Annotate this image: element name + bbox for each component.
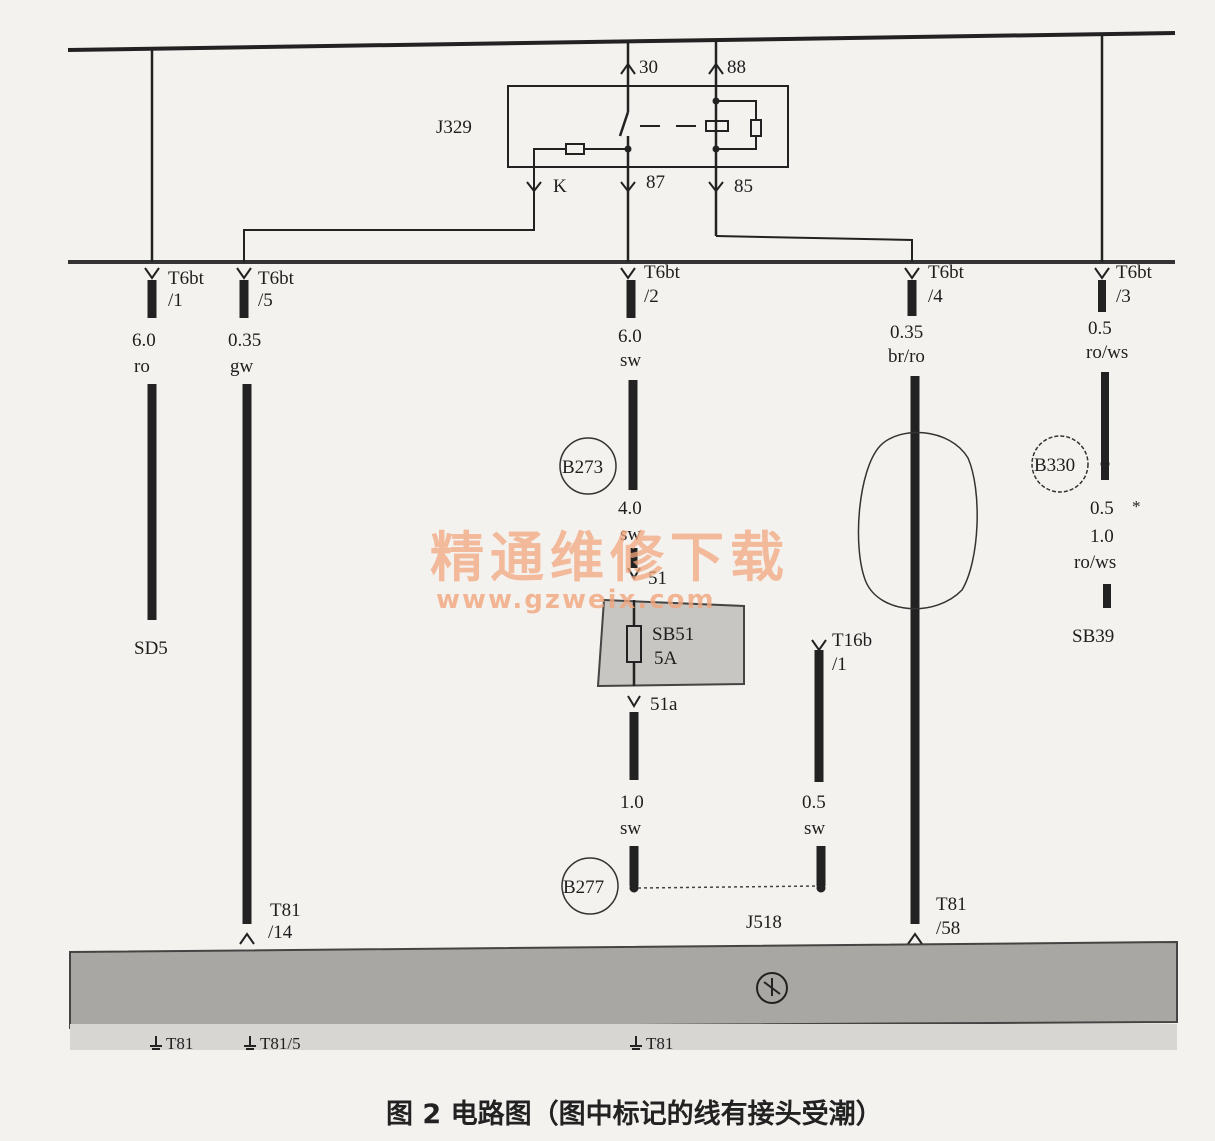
t6bt-5-name: T6bt [258, 268, 295, 289]
fuse-in-pin: 51 [648, 568, 667, 589]
t6bt-4-pin: /4 [928, 286, 943, 307]
top-bus-line [67, 31, 1176, 52]
sb51-out-color: sw [620, 818, 641, 839]
t6bt-2-color: sw [620, 350, 641, 371]
t16b-pin: /1 [832, 654, 847, 675]
wire-sb51-out: 51a 1.0 sw B277 [561, 694, 819, 915]
sb39-label: SB39 [1072, 626, 1114, 647]
t81-14-name: T81 [270, 900, 301, 921]
t16b-size: 0.5 [802, 792, 826, 813]
t6bt-4-size: 0.35 [890, 322, 923, 343]
t6bt-1-size: 6.0 [132, 330, 156, 351]
splice-b277: B277 [563, 877, 604, 898]
splice-b273: B273 [562, 457, 603, 478]
t6bt-4-name: T6bt [928, 262, 965, 283]
wire-t16b-1: T16b /1 0.5 sw J518 [746, 630, 872, 933]
wire-t6bt-4: T6bt /4 0.35 br/ro T81 /58 [857, 262, 978, 945]
t6bt-1-color: ro [134, 356, 150, 377]
t6bt-4-color: br/ro [888, 346, 925, 367]
ground-label-3: T81 [646, 1034, 673, 1053]
pin-30-label: 30 [639, 57, 658, 78]
t6bt-3-pin: /3 [1116, 286, 1131, 307]
t6bt-1-pin: /1 [168, 290, 183, 311]
relay-j329: J329 30 88 K 87 85 [243, 42, 913, 262]
t6bt-3-color: ro/ws [1086, 342, 1128, 363]
t6bt-2-name: T6bt [644, 262, 681, 283]
relay-name: J329 [436, 117, 472, 138]
t6bt-2-size: 6.0 [618, 326, 642, 347]
wire-t6bt-1: T6bt /1 6.0 ro SD5 [132, 267, 205, 659]
figure-caption: 图 2 电路图（图中标记的线有接头受潮） [386, 1098, 883, 1130]
t81-14-pin: /14 [268, 922, 293, 943]
t6bt-5-size: 0.35 [228, 330, 261, 351]
t81-58-pin: /58 [936, 918, 960, 939]
pin-88-label: 88 [727, 57, 746, 78]
fuse-out-pin: 51a [650, 694, 678, 715]
t16b-color: sw [804, 818, 825, 839]
b330-star: * [1132, 497, 1141, 516]
pin-87-label: 87 [646, 172, 665, 193]
t6bt-5-color: gw [230, 356, 254, 377]
b273-out-size: 4.0 [618, 498, 642, 519]
wire-t6bt-3: T6bt /3 0.5 ro/ws B330 0.5 * 1.0 ro/ws S… [1031, 262, 1153, 647]
ground-label-2: T81/5 [260, 1034, 301, 1053]
control-unit: T81 T81/5 T81 [69, 940, 1178, 1053]
pin-85-label: 85 [734, 176, 753, 197]
t6bt-3-size: 0.5 [1088, 318, 1112, 339]
sb51-out-size: 1.0 [620, 792, 644, 813]
fuse-sb51: SB51 5A [596, 598, 745, 688]
t6bt-1-name: T6bt [168, 268, 205, 289]
t6bt-2-pin: /2 [644, 286, 659, 307]
watermark-url: www.gzweix.com [436, 585, 716, 615]
fuse-name: SB51 [652, 624, 694, 645]
wire-t6bt-2: T6bt /2 6.0 sw B273 4.0 sw 51 [559, 262, 681, 589]
watermark-text: 精通维修下载 [430, 526, 790, 589]
b273-out-color: sw [620, 524, 641, 545]
t6bt-3-name: T6bt [1116, 262, 1153, 283]
t81-58-name: T81 [936, 894, 967, 915]
b330-size-b: 1.0 [1090, 526, 1114, 547]
j518-label: J518 [746, 912, 782, 933]
ground-label-1: T81 [166, 1034, 193, 1053]
t6bt-5-pin: /5 [258, 290, 273, 311]
sd5-label: SD5 [134, 638, 168, 659]
wire-t6bt-5: T6bt /5 0.35 gw T81 /14 [228, 267, 301, 945]
t16b-name: T16b [832, 630, 872, 651]
splice-b330: B330 [1034, 455, 1075, 476]
b330-size-a: 0.5 [1090, 498, 1114, 519]
pin-k-label: K [553, 176, 567, 197]
b330-color: ro/ws [1074, 552, 1116, 573]
fuse-rating: 5A [654, 648, 678, 669]
